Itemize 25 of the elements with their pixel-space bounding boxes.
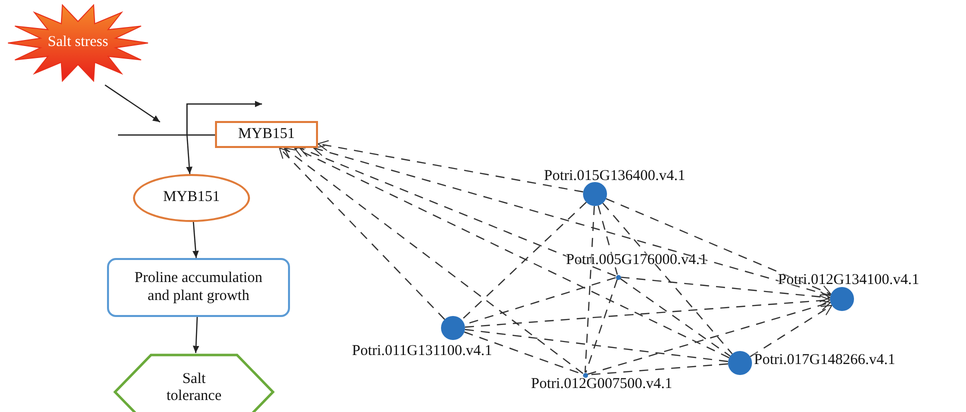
outcome-label: Salt tolerance <box>166 370 222 406</box>
gene-id-label: Potri.015G136400.v4.1 <box>544 168 686 185</box>
dashed-arrow <box>313 145 831 296</box>
dashed-arrow <box>284 148 584 374</box>
dashed-arrow <box>750 304 832 358</box>
dashed-arrow <box>318 140 584 192</box>
dashed-arrow <box>279 148 446 320</box>
gene-id-label: Potri.011G131100.v4.1 <box>352 343 492 360</box>
dashed-arrow <box>464 295 830 328</box>
dashed-arrow <box>606 198 832 296</box>
dashed-arrow <box>620 276 831 302</box>
protein-ellipse: MYB151 <box>133 174 250 222</box>
arrow <box>192 222 199 258</box>
gene-id-label: Potri.012G007500.v4.1 <box>531 376 672 393</box>
stress-label: Salt stress <box>48 34 108 52</box>
dashed-arrow <box>294 147 730 358</box>
process-box: Proline accumulation and plant growth <box>107 258 290 317</box>
gene-id-label: Potri.017G148266.v4.1 <box>754 352 896 369</box>
arrow <box>192 316 200 354</box>
arrow <box>186 134 192 174</box>
dashed-arrow <box>587 300 831 375</box>
arrow <box>104 84 160 122</box>
dashed-arrow <box>299 146 616 277</box>
gene-box: MYB151 <box>215 121 318 148</box>
gene-id-label: Potri.012G134100.v4.1 <box>778 272 920 289</box>
